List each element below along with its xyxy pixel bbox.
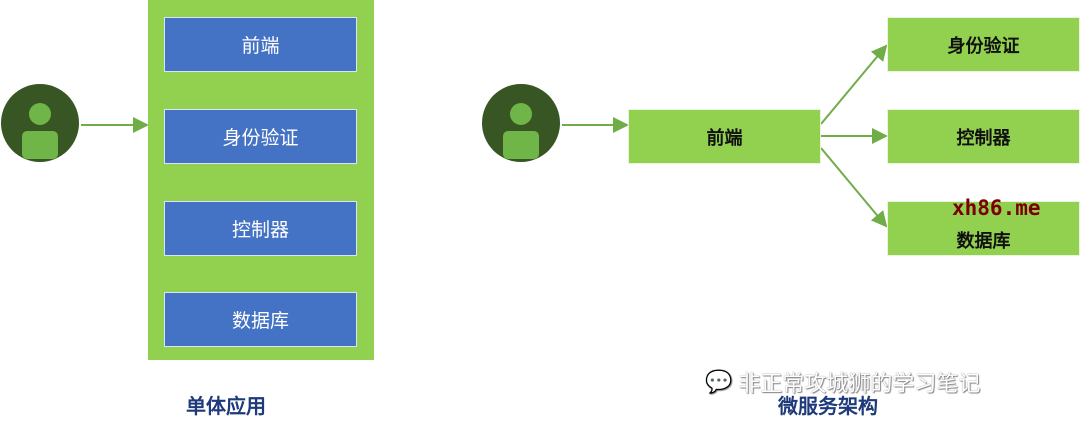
arrow-to-database: [820, 147, 888, 228]
ms-controller: 控制器: [887, 109, 1080, 164]
ms-auth: 身份验证: [887, 17, 1080, 72]
account-name: 非正常攻城狮的学习笔记: [738, 372, 981, 397]
monolith-auth: 身份验证: [164, 109, 357, 164]
monolith-database: 数据库: [164, 292, 357, 347]
microservices-caption: 微服务架构: [778, 394, 878, 418]
ms-database: 数据库: [887, 201, 1080, 256]
monolith-caption: 单体应用: [186, 394, 266, 418]
wechat-icon: 💬: [705, 369, 733, 395]
monolith-frontend: 前端: [164, 17, 357, 72]
account-watermark: 💬 非正常攻城狮的学习笔记: [705, 366, 980, 398]
user-icon-left: [1, 84, 79, 162]
monolith-controller: 控制器: [164, 201, 357, 256]
site-watermark: xh86.me: [952, 196, 1041, 220]
ms-frontend: 前端: [628, 109, 821, 164]
arrow-to-auth: [820, 44, 888, 125]
user-icon-right: [482, 84, 560, 162]
